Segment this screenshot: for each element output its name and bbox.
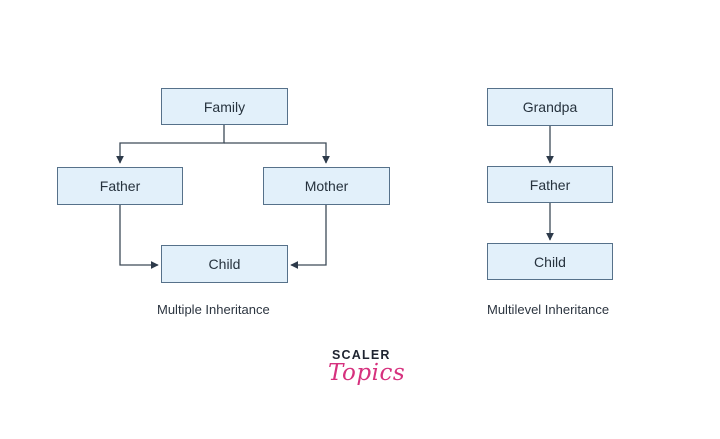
node-child-multilevel: Child: [487, 243, 613, 280]
node-family: Family: [161, 88, 288, 125]
node-father-multilevel: Father: [487, 166, 613, 203]
logo-wordmark: SCALER: [332, 348, 391, 362]
edge-father-to-child: [119, 205, 159, 269]
logo-script: Topics: [328, 360, 406, 386]
caption-multilevel-inheritance: Multilevel Inheritance: [487, 302, 610, 317]
edge-family-to-mother: [224, 142, 330, 164]
caption-multiple-inheritance: Multiple Inheritance: [157, 302, 270, 317]
node-child: Child: [161, 245, 288, 283]
node-father: Father: [57, 167, 183, 205]
edge-family-to-father: [116, 124, 225, 164]
scaler-topics-logo: SCALER Topics: [318, 346, 408, 406]
node-mother: Mother: [263, 167, 390, 205]
edge-mother-to-child: [290, 205, 327, 269]
node-grandpa: Grandpa: [487, 88, 613, 126]
